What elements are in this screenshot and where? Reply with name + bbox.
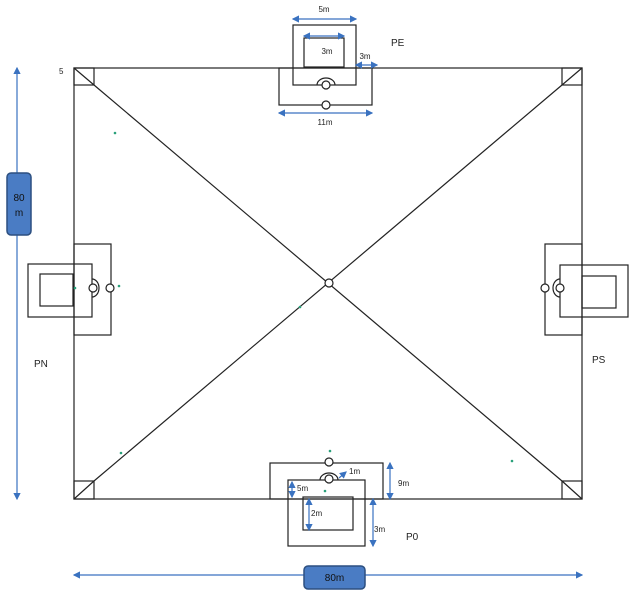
post-west-label: P0: [406, 532, 419, 543]
left-goal-area: [27, 243, 115, 336]
svg-text:m: m: [15, 208, 23, 219]
label-top-3m: 3m: [321, 47, 332, 56]
label-bottom-5m: 5m: [297, 484, 308, 493]
label-bottom-9m: 9m: [398, 479, 409, 488]
post-south-label: PS: [592, 355, 606, 366]
label-bottom-1m: 1m: [349, 467, 360, 476]
corner-ne: [561, 67, 583, 86]
label-top-11m: 11m: [318, 118, 333, 127]
bottom-goal-area: [269, 457, 384, 547]
corner-se: [561, 480, 583, 500]
svg-text:80m: 80m: [325, 573, 344, 584]
label-top-side-3m: 3m: [359, 52, 370, 61]
corner-sw: [73, 480, 95, 500]
center-circle: [324, 278, 334, 288]
svg-text:80: 80: [13, 193, 25, 204]
post-east-label: PE: [391, 38, 405, 49]
label-bottom-3m: 3m: [374, 525, 385, 534]
horizontal-80m-badge: 80m: [303, 565, 366, 590]
marker-dots: [73, 131, 514, 493]
right-goal-area: [540, 243, 629, 336]
corner-number: 5: [59, 67, 64, 76]
label-top-5m: 5m: [318, 5, 329, 14]
top-goal-area: [278, 24, 373, 110]
corner-nw: [73, 67, 95, 86]
label-bottom-2m: 2m: [311, 509, 322, 518]
dim-bottom-1m: [338, 471, 347, 479]
vertical-80m-badge: 80 m: [6, 172, 32, 236]
post-north-label: PN: [34, 359, 48, 370]
